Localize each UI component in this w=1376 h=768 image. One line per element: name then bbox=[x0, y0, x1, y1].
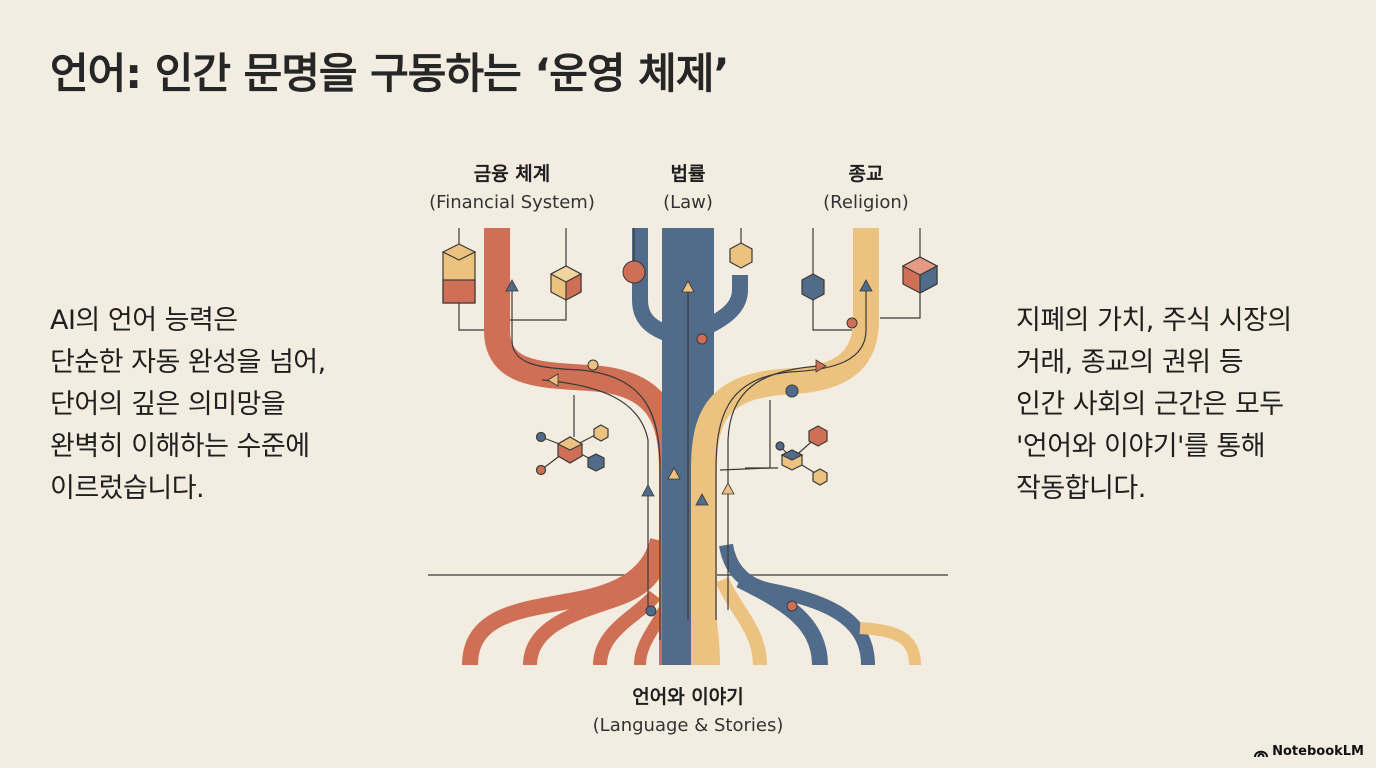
law-branch bbox=[701, 275, 748, 336]
root-tendril bbox=[715, 577, 767, 666]
left-text-line: 완벽히 이해하는 수준에 bbox=[50, 431, 310, 462]
page-title: 언어: 인간 문명을 구동하는 ‘운영 체제’ bbox=[50, 49, 729, 98]
brand-logo: NotebookLM bbox=[1254, 744, 1364, 759]
religion-label-ko: 종교 bbox=[848, 163, 884, 185]
hexagon-icons bbox=[729, 242, 825, 301]
finance-label-ko: 금융 체계 bbox=[473, 163, 551, 185]
arrow-triangle-icon bbox=[721, 482, 735, 495]
stream-line bbox=[727, 365, 821, 610]
right-text-line: 인간 사회의 근간은 모두 bbox=[1016, 389, 1284, 420]
connector-line bbox=[510, 298, 567, 321]
left-text-line: 이르렀습니다. bbox=[50, 473, 205, 504]
law-branch bbox=[632, 228, 674, 343]
finance-label-en: (Financial System) bbox=[429, 192, 595, 213]
stream-line bbox=[541, 379, 649, 610]
law-label: 법률 (Law) bbox=[663, 159, 713, 213]
religion-label: 종교 (Religion) bbox=[823, 159, 909, 213]
left-text-line: AI의 언어 능력은 bbox=[50, 305, 238, 336]
circle-nodes bbox=[587, 260, 858, 617]
connector-line bbox=[812, 300, 852, 331]
arrow-triangle-icon bbox=[681, 280, 695, 293]
root-tendril bbox=[462, 537, 666, 666]
molecule-icon bbox=[775, 425, 828, 486]
stream-line bbox=[715, 290, 867, 620]
finance-label: 금융 체계 (Financial System) bbox=[429, 159, 595, 213]
circle-node-icon bbox=[622, 260, 646, 284]
connector-lines bbox=[458, 228, 921, 471]
stream-lines bbox=[511, 285, 867, 640]
right-text-line: 거래, 종교의 권위 등 bbox=[1016, 347, 1244, 378]
cube-icon bbox=[901, 256, 939, 294]
circle-node-icon bbox=[846, 317, 858, 329]
molecule-icon bbox=[535, 424, 609, 476]
law-label-en: (Law) bbox=[663, 192, 713, 213]
root-label: 언어와 이야기 (Language & Stories) bbox=[593, 682, 784, 736]
notebooklm-logo-icon bbox=[1254, 750, 1269, 757]
left-text-line: 단순한 자동 완성을 넘어, bbox=[50, 347, 326, 378]
connector-line bbox=[880, 292, 921, 319]
circle-node-icon bbox=[696, 333, 708, 345]
brand-name: NotebookLM bbox=[1272, 744, 1364, 759]
right-text-line: '언어와 이야기'를 통해 bbox=[1016, 431, 1266, 462]
arrow-triangle-icon bbox=[547, 373, 559, 387]
arrow-triangle-icon bbox=[859, 279, 873, 292]
cube-icon bbox=[549, 265, 583, 301]
circle-node-icon bbox=[786, 600, 798, 612]
root-label-ko: 언어와 이야기 bbox=[632, 686, 744, 708]
hexagon-icon bbox=[801, 273, 825, 301]
hexagon-icon bbox=[729, 242, 753, 269]
arrow-triangle-icon bbox=[505, 279, 519, 292]
cube-icon bbox=[441, 243, 477, 304]
left-text-line: 단어의 깊은 의미망을 bbox=[50, 389, 286, 420]
arrow-triangle-icon bbox=[667, 467, 681, 480]
circle-node-icon bbox=[587, 359, 599, 371]
root-tendril bbox=[859, 622, 921, 666]
religion-stream bbox=[691, 228, 879, 665]
circle-node-icon bbox=[645, 605, 657, 617]
root-tendril bbox=[593, 590, 661, 666]
root-tendril bbox=[719, 543, 875, 666]
law-label-ko: 법률 bbox=[670, 163, 706, 185]
root-tendril bbox=[523, 543, 671, 666]
connector-line bbox=[458, 303, 484, 331]
right-text-line: 작동합니다. bbox=[1016, 473, 1146, 504]
religion-label-en: (Religion) bbox=[823, 192, 909, 213]
arrow-triangle-icon bbox=[641, 484, 655, 497]
arrow-triangle-icon bbox=[695, 493, 709, 506]
arrow-triangle-icon bbox=[815, 359, 827, 373]
arrow-triangles bbox=[505, 279, 873, 506]
stream-line bbox=[511, 290, 661, 640]
right-description: 지폐의 가치, 주식 시장의 거래, 종교의 권위 등 인간 사회의 근간은 모… bbox=[1016, 300, 1292, 510]
right-text-line: 지폐의 가치, 주식 시장의 bbox=[1016, 305, 1292, 336]
circle-node-icon bbox=[785, 384, 799, 398]
left-description: AI의 언어 능력은 단순한 자동 완성을 넘어, 단어의 깊은 의미망을 완벽… bbox=[50, 300, 326, 510]
cube-icons bbox=[441, 243, 939, 304]
root-label-en: (Language & Stories) bbox=[592, 715, 784, 736]
